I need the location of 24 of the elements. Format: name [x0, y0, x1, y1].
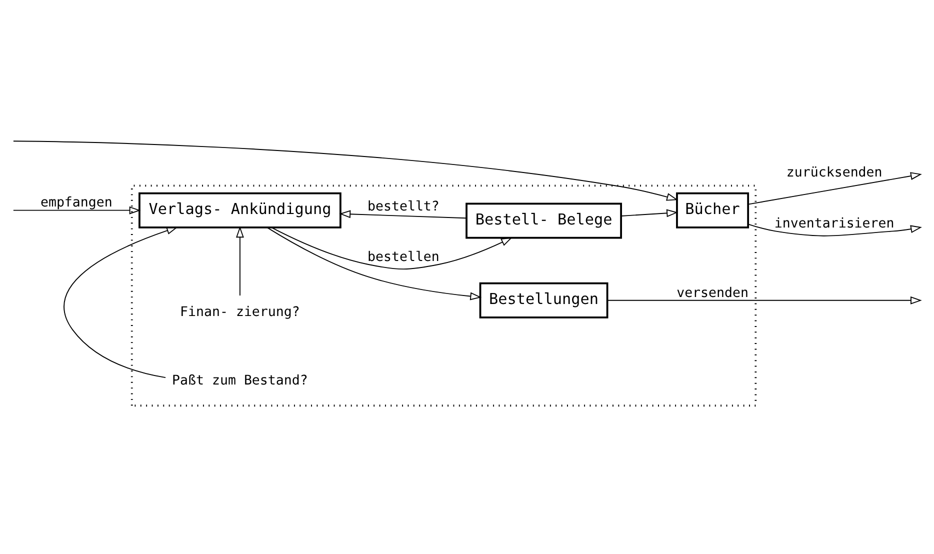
- cluster: [130, 184, 757, 407]
- edge-label: empfangen: [40, 196, 112, 211]
- arrow: [607, 296, 922, 304]
- arrow: [64, 226, 178, 378]
- arrow: [12, 206, 141, 214]
- arrow: [620, 209, 678, 218]
- edge-label: bestellt?: [368, 200, 440, 215]
- edge-label: versenden: [676, 286, 748, 301]
- node-text: Paßt zum Bestand?: [172, 373, 308, 388]
- arrow: [270, 226, 512, 270]
- arrow: [339, 210, 467, 219]
- node-box: Bestellungen: [479, 282, 608, 318]
- node-box: Bestell- Belege: [466, 202, 622, 239]
- arrow: [266, 226, 482, 300]
- arrow: [12, 140, 678, 201]
- arrow: [748, 172, 922, 205]
- arrow: [236, 226, 244, 296]
- edge-label: zurücksenden: [786, 165, 882, 180]
- edge-label: bestellen: [368, 250, 440, 265]
- edge-label: inventarisieren: [774, 216, 894, 232]
- node-text: Finan- zierung?: [180, 305, 300, 320]
- node-box: Bücher: [676, 192, 750, 228]
- arrow: [748, 224, 922, 236]
- node-box: Verlags- Ankündigung: [138, 192, 342, 228]
